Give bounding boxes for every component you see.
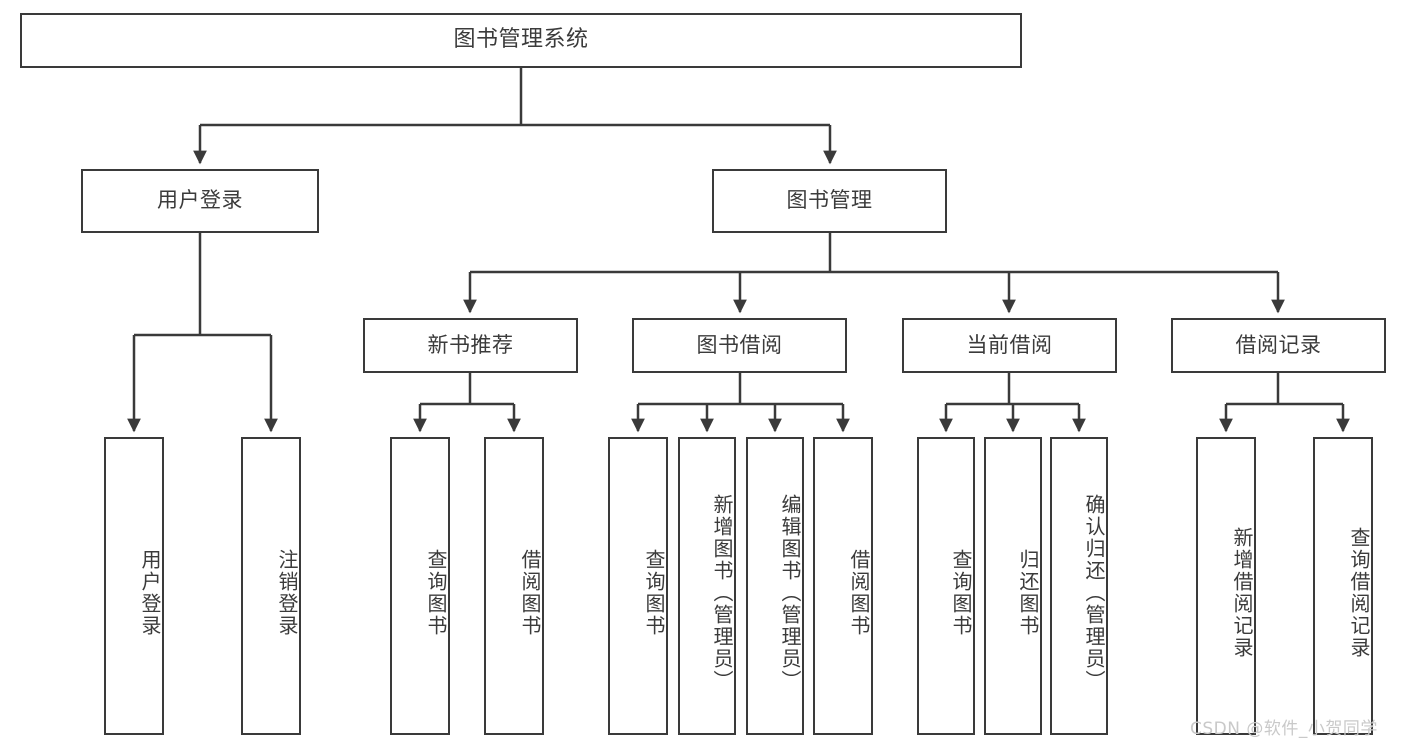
node-leaf-edit-book-admin[interactable]: 编辑图书（管理员） bbox=[746, 437, 804, 735]
node-leaf-borrow-book[interactable]: 借阅图书 bbox=[813, 437, 873, 735]
node-leaf-confirm-return-admin[interactable]: 确认归还（管理员） bbox=[1050, 437, 1108, 735]
node-leaf-add-book-admin[interactable]: 新增图书（管理员） bbox=[678, 437, 736, 735]
csdn-watermark: CSDN @软件_小贺同学 bbox=[1190, 719, 1378, 739]
node-current-borrow[interactable]: 当前借阅 bbox=[902, 318, 1117, 373]
node-leaf-query-borrow-record[interactable]: 查询借阅记录 bbox=[1313, 437, 1373, 735]
node-leaf-return-book[interactable]: 归还图书 bbox=[984, 437, 1042, 735]
node-leaf-query-book-current[interactable]: 查询图书 bbox=[917, 437, 975, 735]
node-leaf-logout[interactable]: 注销登录 bbox=[241, 437, 301, 735]
node-leaf-query-book-rec[interactable]: 查询图书 bbox=[390, 437, 450, 735]
node-leaf-user-login[interactable]: 用户登录 bbox=[104, 437, 164, 735]
node-new-book-recommend[interactable]: 新书推荐 bbox=[363, 318, 578, 373]
node-book-manage[interactable]: 图书管理 bbox=[712, 169, 947, 233]
node-root-system[interactable]: 图书管理系统 bbox=[20, 13, 1022, 68]
node-book-borrow[interactable]: 图书借阅 bbox=[632, 318, 847, 373]
node-user-login[interactable]: 用户登录 bbox=[81, 169, 319, 233]
node-leaf-borrow-book-rec[interactable]: 借阅图书 bbox=[484, 437, 544, 735]
node-borrow-record[interactable]: 借阅记录 bbox=[1171, 318, 1386, 373]
node-leaf-add-borrow-record[interactable]: 新增借阅记录 bbox=[1196, 437, 1256, 735]
node-leaf-query-book-borrow[interactable]: 查询图书 bbox=[608, 437, 668, 735]
